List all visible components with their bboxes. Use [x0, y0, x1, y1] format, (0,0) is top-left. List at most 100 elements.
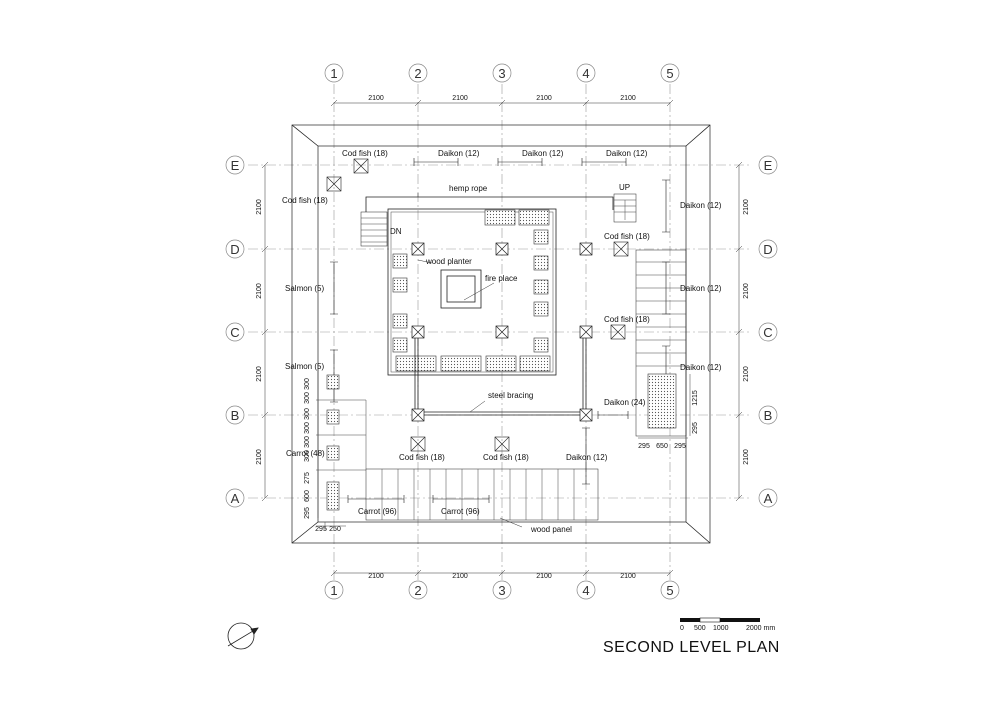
dim-bottom-4: 2100: [620, 573, 636, 580]
dim-right-2: 2100: [743, 283, 750, 299]
right-detail-dim-h3: 295: [674, 443, 686, 450]
label-wood-panel: wood panel: [530, 525, 572, 534]
label-daikon-right-1: Daikon (12): [680, 201, 722, 210]
grid-bubbles: [225, 63, 778, 600]
grid-col-1-bottom: 1: [330, 583, 337, 598]
label-daikon-top-2: Daikon (12): [522, 149, 564, 158]
grid-row-E-left: E: [231, 158, 240, 173]
left-stack-dim-9: 295: [304, 507, 311, 519]
grid-col-4-bottom: 4: [582, 583, 589, 598]
dim-bottom-3: 2100: [536, 573, 552, 580]
grid-col-3-bottom: 3: [498, 583, 505, 598]
label-carrot-48: Carrot (48): [286, 449, 325, 458]
dim-bottom-2: 2100: [452, 573, 468, 580]
left-bottom-dim-2: 250: [329, 526, 341, 533]
dim-top-4: 2100: [620, 95, 636, 102]
dim-top-2: 2100: [452, 95, 468, 102]
left-stack-dim-7: 275: [304, 472, 311, 484]
left-stack-dim-4: 300: [304, 422, 311, 434]
label-cod-fish-bottom-2: Cod fish (18): [483, 453, 529, 462]
grid-row-E-right: E: [764, 158, 773, 173]
dim-left-3: 2100: [256, 366, 263, 382]
left-stack-dim-6: 300: [304, 450, 311, 462]
label-steel-bracing: steel bracing: [488, 391, 533, 400]
hemp-rope-enclosure: [365, 196, 614, 376]
steel-bracing: [414, 332, 587, 416]
label-up: UP: [619, 183, 630, 192]
label-cod-fish-top: Cod fish (18): [342, 149, 388, 158]
dim-left-2: 2100: [256, 283, 263, 299]
grid-col-4-top: 4: [582, 66, 589, 81]
left-stack-dim-5: 300: [304, 436, 311, 448]
leader-lines: [417, 193, 523, 528]
right-detail-dim-h1: 295: [638, 443, 650, 450]
label-daikon-right-3: Daikon (12): [680, 363, 722, 372]
label-salmon-1: Salmon (5): [285, 284, 324, 293]
dim-right-4: 2100: [743, 449, 750, 465]
grid-row-B-left: B: [231, 408, 240, 423]
grid-row-A-left: A: [231, 491, 240, 506]
dim-left-4: 2100: [256, 449, 263, 465]
left-bottom-dim-1: 295: [315, 526, 327, 533]
grid-row-B-right: B: [764, 408, 773, 423]
scale-tick-2000: 2000 mm: [746, 625, 775, 632]
grid-row-A-right: A: [764, 491, 773, 506]
label-daikon-bottom: Daikon (12): [566, 453, 608, 462]
label-fire-place: fire place: [485, 274, 518, 283]
label-cod-fish-bottom-1: Cod fish (18): [399, 453, 445, 462]
dim-right-3: 2100: [743, 366, 750, 382]
grid-col-2-top: 2: [414, 66, 421, 81]
left-stack-dim-8: 600: [304, 490, 311, 502]
label-cod-fish-right-1: Cod fish (18): [604, 232, 650, 241]
stairs-right: [635, 249, 687, 437]
stairs-down: [360, 211, 388, 247]
dim-right-1: 2100: [743, 199, 750, 215]
grid-row-C-right: C: [763, 325, 772, 340]
scale-tick-500: 500: [694, 625, 706, 632]
label-dn: DN: [390, 227, 402, 236]
grid-col-5-bottom: 5: [666, 583, 673, 598]
fire-place: [440, 269, 482, 309]
label-cod-fish-right-2: Cod fish (18): [604, 315, 650, 324]
scale-bar: 0 500 1000 2000 mm: [680, 617, 775, 632]
label-cod-fish-left: Cod fish (18): [282, 196, 328, 205]
label-hemp-rope: hemp rope: [449, 184, 488, 193]
stairs-up: [613, 193, 637, 223]
label-carrot-96-2: Carrot (96): [441, 507, 480, 516]
label-daikon-top-3: Daikon (12): [606, 149, 648, 158]
left-hanging-detail: [316, 368, 366, 530]
dim-top-1: 2100: [368, 95, 384, 102]
grid-col-1-top: 1: [330, 66, 337, 81]
label-daikon-top-1: Daikon (12): [438, 149, 480, 158]
grid-col-2-bottom: 2: [414, 583, 421, 598]
page-title: SECOND LEVEL PLAN: [603, 639, 780, 656]
right-detail: [638, 373, 691, 439]
left-stack-dim-1: 300: [304, 378, 311, 390]
wood-planters: [392, 209, 551, 372]
label-daikon-24: Daikon (24): [604, 398, 646, 407]
grid-col-5-top: 5: [666, 66, 673, 81]
north-arrow-icon: [227, 622, 259, 650]
scale-tick-1000: 1000: [713, 625, 729, 632]
columns: [411, 242, 593, 422]
label-carrot-96-1: Carrot (96): [358, 507, 397, 516]
grid-col-3-top: 3: [498, 66, 505, 81]
scale-tick-0: 0: [680, 625, 684, 632]
dimension-lines: [261, 99, 743, 577]
dim-left-1: 2100: [256, 199, 263, 215]
right-detail-dim-v2: 295: [692, 422, 699, 434]
left-stack-dim-3: 300: [304, 408, 311, 420]
label-salmon-2: Salmon (5): [285, 362, 324, 371]
dim-bottom-1: 2100: [368, 573, 384, 580]
right-detail-dim-v1: 1215: [692, 390, 699, 406]
right-detail-dim-h2: 650: [656, 443, 668, 450]
grid-row-D-left: D: [230, 242, 239, 257]
label-wood-planter: wood planter: [425, 257, 472, 266]
left-stack-dim-2: 300: [304, 392, 311, 404]
grid-row-C-left: C: [230, 325, 239, 340]
dim-top-3: 2100: [536, 95, 552, 102]
label-daikon-right-2: Daikon (12): [680, 284, 722, 293]
grid-row-D-right: D: [763, 242, 772, 257]
wood-panel-deck: [365, 400, 599, 521]
